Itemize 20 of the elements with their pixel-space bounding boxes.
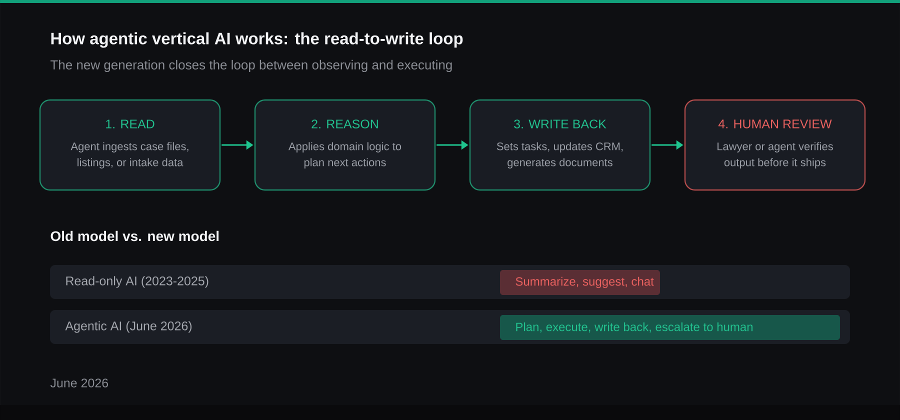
tag: Plan, execute, write back, escalate to human xyxy=(500,315,840,340)
tag: Summarize, suggest, chat xyxy=(500,270,660,295)
row-label: Read-only AI (2023-2025) xyxy=(66,276,208,288)
step-box xyxy=(254,99,436,191)
step-box xyxy=(39,99,221,191)
step-title: 3. WRITE BACK xyxy=(514,120,606,128)
step-box xyxy=(684,99,866,191)
step-description: Applies domain logic to plan next actions xyxy=(288,142,402,168)
step-description: Agent ingests case files, listings, or intake data xyxy=(70,142,188,168)
step-title: 1. READ xyxy=(106,120,154,128)
row-label: Agentic AI (June 2026) xyxy=(65,321,192,333)
step-description: Lawyer or agent verifies output before it ships xyxy=(718,142,833,168)
title: How agentic vertical AI works: the read-to-write loop xyxy=(51,32,463,48)
section-heading: Old model vs. new model xyxy=(50,230,219,242)
step-title: 2. REASON xyxy=(312,120,378,128)
step-title: 4. HUMAN REVIEW xyxy=(718,120,832,128)
subtitle: The new generation closes the loop between observing and executing xyxy=(50,60,452,72)
source-note: June 2026 xyxy=(50,378,108,388)
step-box xyxy=(469,99,651,191)
step-description: Sets tasks, updates CRM, generates documents xyxy=(496,142,623,168)
